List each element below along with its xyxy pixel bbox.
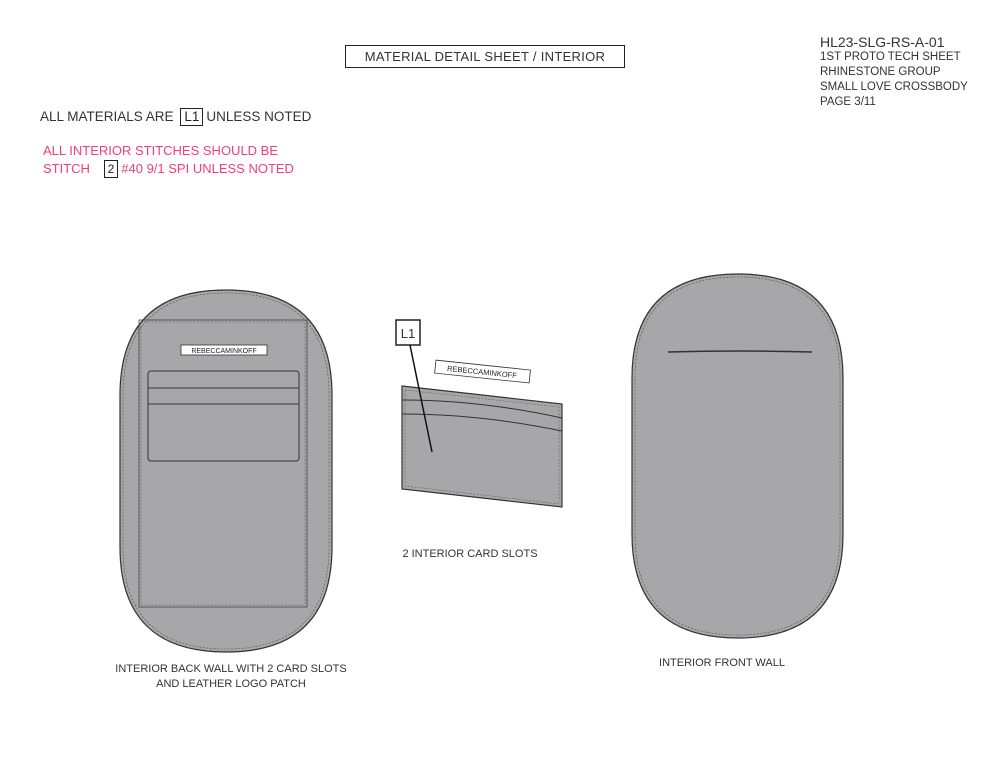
back-wall-drawing: REBECCAMINKOFF: [119, 289, 333, 653]
header-block: HL23-SLG-RS-A-01 1ST PROTO TECH SHEET RH…: [820, 34, 968, 110]
card-slot-drawing: REBECCAMINKOFF L1: [395, 319, 563, 508]
stitch-prefix: STITCH: [43, 161, 90, 176]
back-wall-caption-2: AND LEATHER LOGO PATCH: [156, 678, 306, 690]
card-slot-caption: 2 INTERIOR CARD SLOTS: [402, 548, 538, 560]
back-wall-logo: REBECCAMINKOFF: [191, 348, 256, 355]
stitch-line-1: ALL INTERIOR STITCHES SHOULD BE: [43, 143, 279, 158]
header-line-2: RHINESTONE GROUP: [820, 66, 941, 78]
callout-label: L1: [401, 326, 415, 341]
stitch-note: ALL INTERIOR STITCHES SHOULD BE STITCH 2…: [43, 142, 294, 178]
header-line-1: 1ST PROTO TECH SHEET: [820, 51, 961, 63]
header-page: PAGE 3/11: [820, 96, 876, 108]
page-title: MATERIAL DETAIL SHEET / INTERIOR: [345, 45, 625, 68]
materials-suffix: UNLESS NOTED: [206, 109, 312, 124]
stitch-suffix: #40 9/1 SPI UNLESS NOTED: [121, 161, 294, 176]
materials-code-box: L1: [180, 108, 204, 126]
front-wall-drawing: [631, 273, 844, 639]
front-wall-caption: INTERIOR FRONT WALL: [659, 657, 785, 669]
back-wall-caption: INTERIOR BACK WALL WITH 2 CARD SLOTS AND…: [106, 662, 356, 692]
header-line-3: SMALL LOVE CROSSBODY: [820, 81, 968, 93]
stitch-code-box: 2: [103, 160, 119, 178]
style-code: HL23-SLG-RS-A-01: [820, 34, 945, 50]
back-wall-caption-1: INTERIOR BACK WALL WITH 2 CARD SLOTS: [115, 663, 347, 675]
materials-prefix: ALL MATERIALS ARE: [40, 109, 174, 124]
